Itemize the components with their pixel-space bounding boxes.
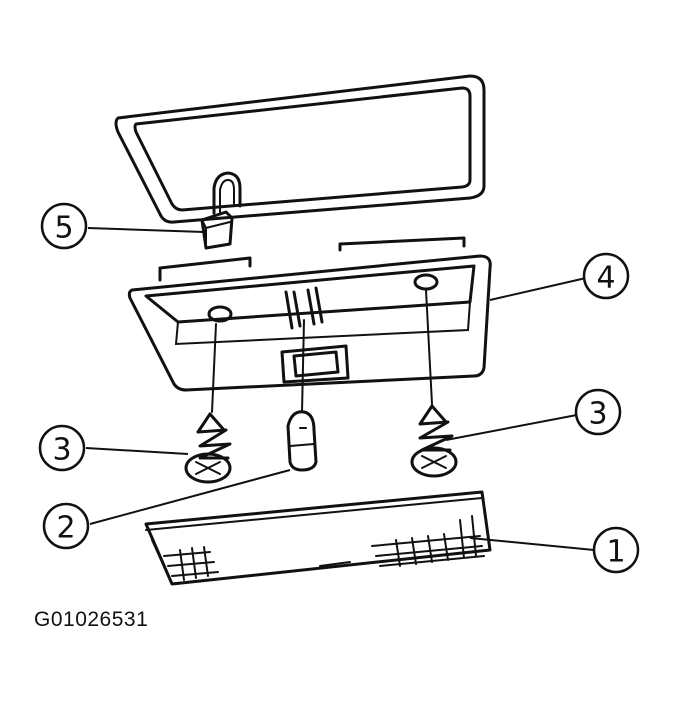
callout-5: 5 (40, 202, 88, 250)
callout-5-label: 5 (54, 211, 73, 246)
callout-1: 1 (592, 526, 640, 574)
roof-trim-frame (114, 74, 486, 224)
lamp-housing (127, 236, 492, 392)
screw-right (410, 289, 458, 478)
callout-2: 2 (42, 502, 90, 550)
screw-left (184, 323, 232, 484)
figure-code: G01026531 (34, 608, 149, 631)
bulb (286, 319, 318, 472)
leader-lines (85, 227, 595, 551)
callout-3-left-label: 3 (52, 433, 71, 468)
callout-3-left: 3 (38, 424, 86, 472)
callout-4-label: 4 (596, 261, 615, 296)
callout-4: 4 (582, 252, 630, 300)
callout-3-right-label: 3 (588, 397, 607, 432)
callout-2-label: 2 (56, 511, 75, 546)
wire-connector (200, 171, 242, 250)
callout-1-label: 1 (606, 535, 625, 570)
lamp-lens (144, 490, 492, 586)
callout-3-right: 3 (574, 388, 622, 436)
